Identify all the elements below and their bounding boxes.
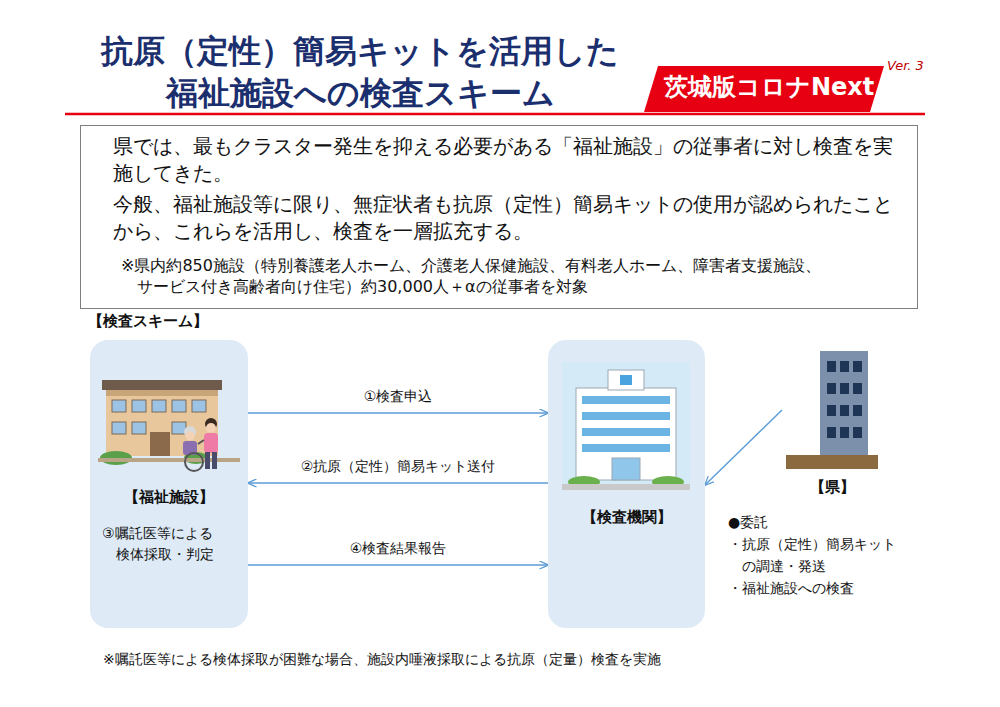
note-text: ※県内約850施設（特別養護老人ホーム、介護老人保健施設、有料老人ホーム、障害者… xyxy=(121,255,837,297)
flow-arrow xyxy=(248,564,548,565)
facility-panel: 【福祉施設】 ③嘱託医等による 検体採取・判定 xyxy=(90,340,248,628)
prefecture-node: 【県】 xyxy=(782,345,882,509)
lab-panel: 【検査機関】 xyxy=(548,340,705,628)
bullet-text: 県では、最もクラスター発生を抑える必要がある「福祉施設」の従事者に対し検査を実 … xyxy=(113,133,905,187)
bullet-text: 今般、福祉施設等に限り、無症状者も抗原（定性）簡易キットの使用が認められたこと … xyxy=(113,191,905,245)
flow-arrow xyxy=(705,410,782,485)
arrow-label: ①検査申込 xyxy=(362,388,435,406)
header-rule xyxy=(65,113,925,116)
panel-heading: 【県】 xyxy=(784,478,880,497)
arrow-label: ②抗原（定性）簡易キット送付 xyxy=(299,458,498,476)
role-text: ・抗原（定性）簡易キット の調達・発送 xyxy=(728,533,910,577)
logo-band xyxy=(644,66,884,112)
arrow-label: ④検査結果報告 xyxy=(348,540,449,558)
role-text: ●委託 xyxy=(728,511,768,533)
page-title: 抗原（定性）簡易キットを活用した 福祉施設への検査スキーム xyxy=(95,30,625,114)
section-heading: 【検査スキーム】 xyxy=(88,312,208,331)
flow-arrow xyxy=(248,482,548,483)
panel-heading: 【検査機関】 xyxy=(554,508,699,527)
role-text: ・福祉施設への検査 xyxy=(728,577,854,599)
version-tag: Ver. 3 xyxy=(887,58,924,73)
logo-text: 茨城版コロナNext xyxy=(664,72,874,102)
summary-box: 県では、最もクラスター発生を抑える必要がある「福祉施設」の従事者に対し検査を実 … xyxy=(80,125,918,309)
flow-arrow xyxy=(248,412,548,413)
footnote: ※嘱託医等による検体採取が困難な場合、施設内唾液採取による抗原（定量）検査を実施 xyxy=(103,651,661,669)
prefecture-building-illustration xyxy=(782,345,882,473)
step-text: ③嘱託医等による 検体採取・判定 xyxy=(102,523,220,565)
panel-heading: 【福祉施設】 xyxy=(96,488,242,507)
welfare-facility-illustration xyxy=(90,340,248,480)
testing-lab-illustration xyxy=(548,340,705,500)
